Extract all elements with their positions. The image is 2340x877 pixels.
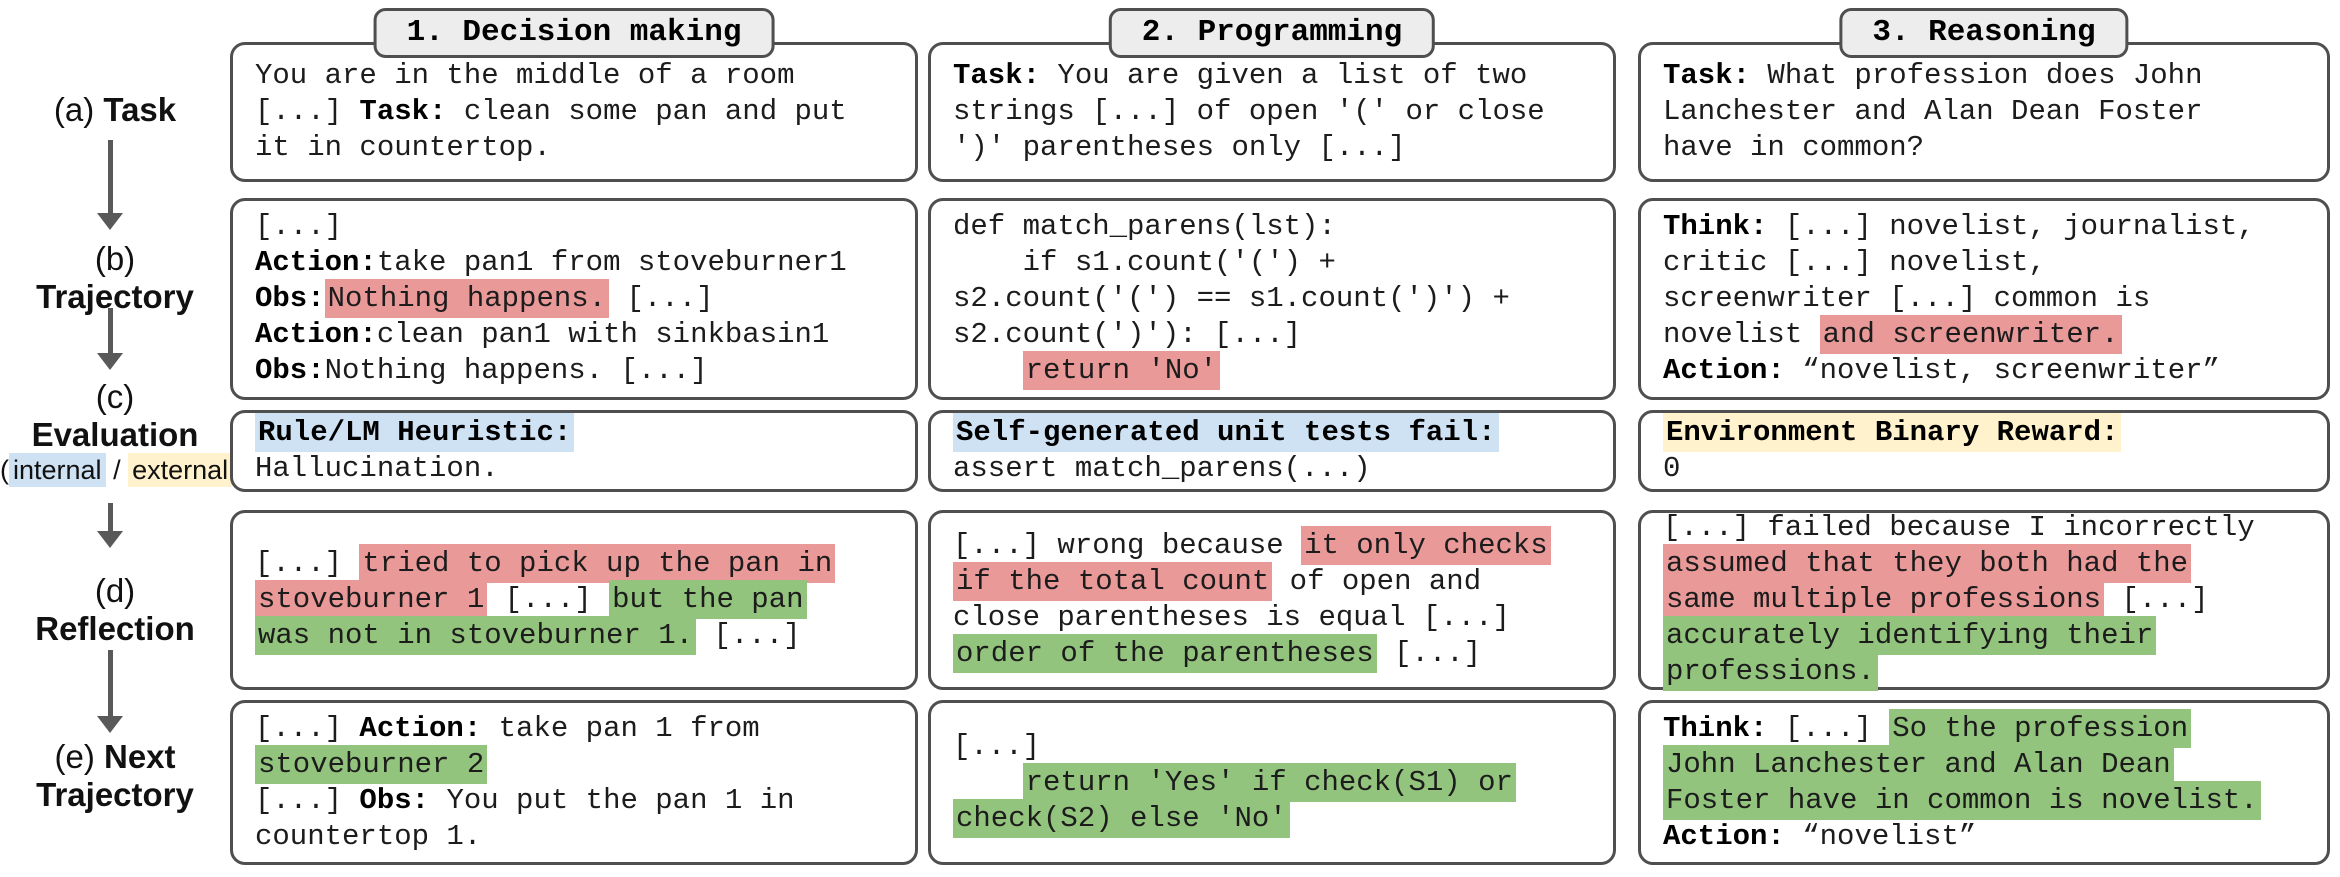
row-title-task: Task: [103, 91, 177, 128]
evaluation-box: Environment Binary Reward:0: [1638, 410, 2330, 492]
down-arrow: [96, 140, 124, 230]
evaluation-box: Self-generated unit tests fail:assert ma…: [928, 410, 1616, 492]
column-reasoning: 3. Reasoning Task: What profession does …: [1638, 0, 2330, 877]
row-label-trajectory: (b) Trajectory: [0, 240, 230, 316]
task-box: You are in the middle of a room[...] Tas…: [230, 42, 918, 182]
row-title-trajectory: Trajectory: [36, 278, 194, 315]
row-title-next-trajectory: Trajectory: [36, 776, 194, 813]
row-label-next-trajectory: (e) Next Trajectory: [0, 738, 230, 814]
flow-rail: (a) Task (b) Trajectory (c) Evaluation (…: [0, 0, 241, 877]
down-arrow: [96, 503, 124, 548]
row-letter-d: (d): [94, 572, 136, 609]
evaluation-box: Rule/LM Heuristic:Hallucination.: [230, 410, 918, 492]
row-label-evaluation: (c) Evaluation (internal / external): [0, 378, 241, 487]
row-letter-e: (e): [54, 738, 104, 775]
row-title-reflection: Reflection: [35, 610, 195, 647]
down-arrow: [96, 308, 124, 370]
column-header-pill: 3. Reasoning: [1839, 8, 2129, 58]
evaluation-internal-external-label: (internal / external): [0, 453, 241, 487]
row-title-evaluation: Evaluation: [31, 416, 199, 453]
trajectory-box: def match_parens(lst): if s1.count('(') …: [928, 198, 1616, 400]
column-header-pill: 1. Decision making: [373, 8, 775, 58]
row-letter-a: (a): [53, 91, 104, 128]
row-label-reflection: (d) Reflection: [0, 572, 230, 648]
column-header-pill: 2. Programming: [1108, 8, 1436, 58]
trajectory-box: Think: [...] novelist, journalist,critic…: [1638, 198, 2330, 400]
down-arrow: [96, 650, 124, 733]
row-label-task: (a) Task: [0, 91, 230, 129]
row-title-next: Next: [103, 738, 176, 775]
column-programming: 2. Programming Task: You are given a lis…: [928, 0, 1616, 877]
row-letter-c: (c): [95, 378, 135, 415]
row-letter-b: (b): [94, 240, 136, 277]
column-decision-making: 1. Decision making You are in the middle…: [230, 0, 918, 877]
